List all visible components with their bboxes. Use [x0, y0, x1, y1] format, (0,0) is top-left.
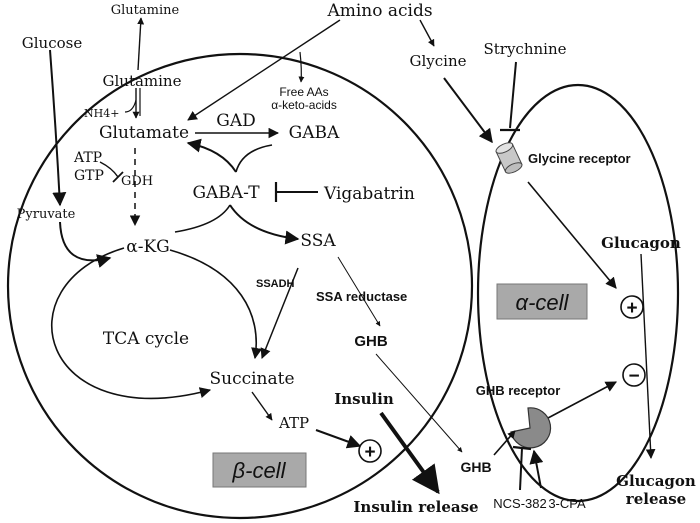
free-aas-label: Free AAs [279, 85, 328, 99]
alpha-cell-label-box [496, 283, 588, 320]
glucagon-release-label-1: Glucagon [616, 472, 696, 490]
succinate-to-atp-arrow [251, 391, 273, 421]
ssadh-label: SSADH [256, 278, 295, 290]
akg-to-succinate-arc [169, 249, 263, 360]
gaba-to-gaba-t-curve [235, 144, 273, 173]
glycine-to-receptor-arrow [443, 77, 493, 144]
gaba-t-to-glutamate-curve [186, 138, 237, 173]
nh4-label: NH4+ [84, 107, 119, 120]
amino-acids-to-glycine-arrow [419, 19, 435, 47]
glutamine-top-label: Glutamine [111, 3, 180, 18]
glucagon-release-arrow [640, 253, 656, 459]
plus-symbol-alpha: + [626, 298, 637, 319]
glutamine-label: Glutamine [103, 72, 182, 90]
ncs-inhibition-line [519, 447, 523, 491]
atp-inhibitor-label: ATP [73, 150, 102, 166]
amino-acids-to-glutamate-arrow [187, 19, 341, 121]
insulin-label: Insulin [334, 390, 394, 408]
cpa-arrow [529, 449, 544, 489]
keto-acids-label: α-keto-acids [271, 98, 337, 112]
gaba-t-to-ssa-curve [229, 204, 300, 245]
ghb-intracellular-label: GHB [354, 333, 388, 350]
ghb-to-receptor-arrow [493, 430, 516, 456]
ssa-reductase-label: SSA reductase [316, 289, 407, 304]
tca-cycle-arc [51, 247, 212, 400]
alpha-cell-label: α-cell [516, 290, 570, 315]
ghb-receptor-to-minus-arrow [547, 381, 617, 419]
gaba-t-label: GABA-T [192, 183, 260, 203]
glutamate-label: Glutamate [99, 123, 189, 143]
ghb-receptor-label: GHB receptor [476, 383, 561, 398]
strychnine-label: Strychnine [483, 40, 566, 58]
ssadh-arrow [260, 267, 299, 359]
ncs-inhibition-bar [512, 445, 532, 451]
nh4-release-curve [124, 99, 137, 113]
atp-to-plus-arrow [315, 429, 362, 449]
akg-to-gaba-t-curve [174, 204, 231, 233]
ghb-receptor-icon [510, 407, 552, 449]
ssa-reductase-arrow [337, 256, 381, 327]
tca-cycle-label: TCA cycle [103, 329, 189, 349]
vigabatrin-label: Vigabatrin [323, 184, 415, 204]
insulin-release-label: Insulin release [353, 498, 478, 516]
gdh-label: GDH [121, 174, 153, 189]
gtp-label: GTP [74, 168, 104, 184]
glycine-label: Glycine [410, 52, 467, 70]
gad-label: GAD [216, 111, 256, 131]
succinate-label: Succinate [209, 369, 294, 389]
cpa-label: 3-CPA [548, 496, 586, 511]
glycine-receptor-icon [495, 142, 523, 174]
minus-symbol: − [628, 366, 639, 387]
pyruvate-to-akg-arrow [59, 221, 112, 268]
free-aas-arrow [298, 51, 305, 83]
glucagon-inhibition-minus [622, 363, 646, 387]
glucagon-release-label-2: release [626, 490, 686, 508]
beta-cell-membrane [6, 52, 474, 520]
glucose-to-pyruvate-arrow [49, 49, 67, 207]
atp-gtp-inhibition-line [99, 161, 119, 178]
beta-cell-label: β-cell [232, 458, 287, 483]
glucose-label: Glucose [22, 34, 83, 52]
strychnine-inhibition-line [509, 61, 517, 129]
akg-label: α-KG [126, 237, 170, 257]
ncs-382-label: NCS-382 [493, 496, 546, 511]
atp-label: ATP [278, 414, 309, 432]
ghb-export-arrow [375, 353, 463, 453]
ssa-label: SSA [300, 231, 336, 251]
gaba-label: GABA [289, 123, 340, 143]
insulin-stimulation-plus [358, 439, 382, 463]
alpha-cell-membrane [476, 83, 680, 503]
ghb-extracellular-label: GHB [460, 459, 491, 475]
gdh-inhibition-bar [112, 171, 124, 183]
receptor-to-plus-arrow [527, 181, 617, 289]
plus-symbol-beta: + [364, 442, 375, 463]
amino-acids-label: Amino acids [326, 1, 432, 21]
glycine-receptor-label: Glycine receptor [528, 151, 631, 166]
insulin-release-arrow [379, 411, 440, 495]
glutamine-export-arrow [137, 17, 145, 71]
pyruvate-label: Pyruvate [17, 207, 76, 222]
glucagon-label: Glucagon [601, 234, 681, 252]
beta-cell-label-box [212, 452, 307, 488]
